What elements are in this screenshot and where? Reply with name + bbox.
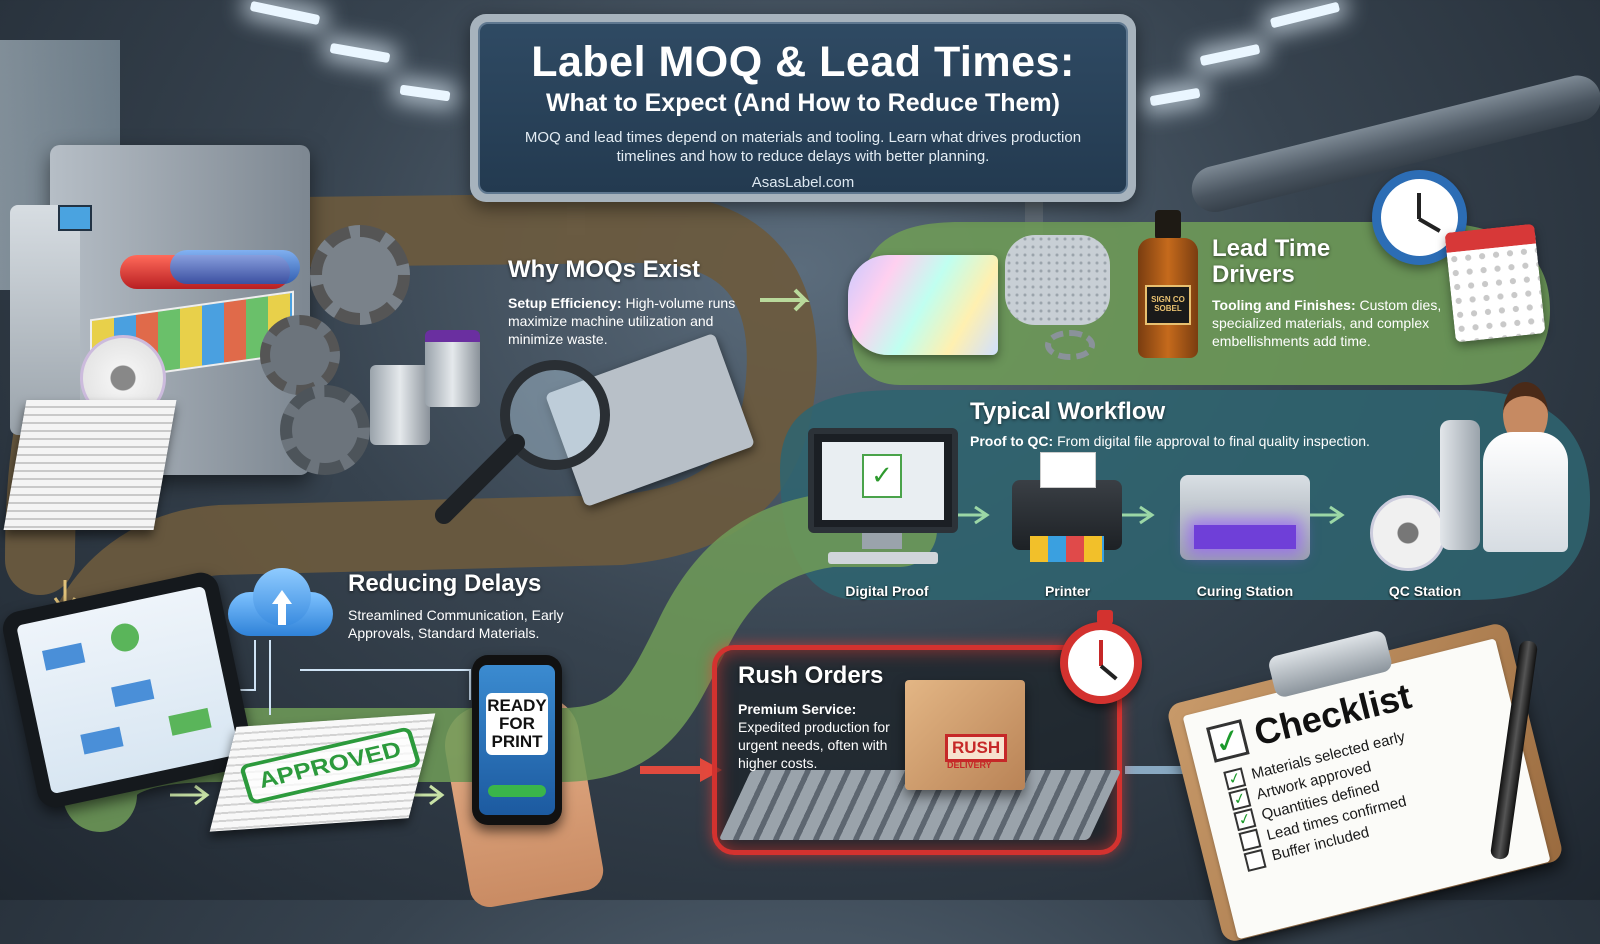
- rush-section: Rush Orders Premium Service: Expedited p…: [738, 662, 898, 772]
- rotary-die: [1005, 235, 1110, 325]
- delays-section: Reducing Delays Streamlined Communicatio…: [348, 570, 618, 642]
- roller-blue: [170, 250, 300, 284]
- approved-stamp: APPROVED: [238, 726, 422, 805]
- checkbox-unchecked[interactable]: [1243, 848, 1267, 872]
- tablet-screen: [16, 585, 240, 795]
- moq-text: High-volume runs maximize machine utiliz…: [508, 295, 736, 347]
- qc-label-roll: [1370, 495, 1446, 571]
- printer: [1012, 452, 1122, 562]
- moq-section: Why MOQs Exist Setup Efficiency: High-vo…: [508, 256, 748, 348]
- phone-button: [488, 785, 546, 797]
- ink-can-purple: [425, 330, 480, 407]
- magnifier-icon: [500, 360, 610, 470]
- delays-text: Streamlined Communication, Early Approva…: [348, 607, 564, 641]
- checkbox-checked[interactable]: ✓: [1228, 787, 1252, 811]
- lead-time-text: Custom dies, specialized materials, and …: [1212, 297, 1442, 349]
- rush-label: Premium Service:: [738, 701, 857, 717]
- stopwatch-icon: [1060, 610, 1142, 704]
- keyboard: [828, 552, 938, 564]
- gear-icon: [1045, 330, 1095, 360]
- rush-box: RUSH DELIVERY: [905, 680, 1025, 790]
- title-panel: Label MOQ & Lead Times: What to Expect (…: [478, 22, 1128, 194]
- curing-station: [1180, 475, 1310, 560]
- title-banner: Label MOQ & Lead Times: What to Expect (…: [470, 14, 1136, 202]
- label-sheet-stack: [3, 400, 177, 530]
- workflow-text: From digital file approval to final qual…: [1057, 433, 1370, 449]
- monitor-stand: [862, 533, 902, 549]
- gear-icon: [310, 225, 410, 325]
- rush-stamp: RUSH: [945, 734, 1008, 762]
- digital-proof-monitor: ✓: [808, 428, 958, 533]
- smartphone: READY FOR PRINT: [472, 655, 562, 825]
- ready-for-print-text: READY FOR PRINT: [486, 693, 548, 755]
- holographic-roll: [848, 255, 998, 355]
- page-subtitle: What to Expect (And How to Reduce Them): [546, 89, 1060, 117]
- page-title: Label MOQ & Lead Times:: [531, 38, 1075, 86]
- press-side-panel: [10, 205, 80, 435]
- station-label-qc: QC Station: [1388, 583, 1462, 599]
- moq-label: Setup Efficiency:: [508, 295, 622, 311]
- delays-heading: Reducing Delays: [348, 570, 542, 597]
- checkbox-checked[interactable]: ✓: [1233, 808, 1257, 832]
- checkbox-unchecked[interactable]: [1238, 828, 1262, 852]
- gear-icon: [260, 315, 340, 395]
- workflow-heading: Typical Workflow: [970, 398, 1166, 425]
- lab-technician: [1478, 382, 1568, 552]
- lead-time-label: Tooling and Finishes:: [1212, 297, 1356, 313]
- approved-papers: APPROVED: [209, 713, 436, 832]
- page-description: MOQ and lead times depend on materials a…: [524, 129, 1082, 165]
- station-label-digital-proof: Digital Proof: [845, 583, 929, 599]
- workflow-section: Typical Workflow Proof to QC: From digit…: [970, 398, 1430, 450]
- rush-stamp-sub: DELIVERY: [947, 760, 992, 770]
- bottle-label: SIGN CO SOBEL: [1145, 285, 1191, 325]
- moq-heading: Why MOQs Exist: [508, 256, 701, 283]
- station-label-printer: Printer: [1044, 583, 1091, 599]
- station-label-curing: Curing Station: [1196, 583, 1294, 599]
- rush-heading: Rush Orders: [738, 662, 884, 689]
- ink-can-red: [370, 365, 430, 445]
- site-name: AsasLabel.com: [751, 174, 855, 191]
- microscope: [1440, 420, 1480, 550]
- press-screen: [58, 205, 92, 231]
- workflow-label: Proof to QC:: [970, 433, 1054, 449]
- bottle: SIGN CO SOBEL: [1133, 210, 1203, 360]
- calendar-icon: [1444, 223, 1546, 343]
- lead-time-heading: Lead Time Drivers: [1212, 235, 1331, 288]
- rush-text: Expedited production for urgent needs, o…: [738, 719, 890, 771]
- checkbox-checked[interactable]: ✓: [1223, 767, 1247, 791]
- lead-time-section: Lead Time Drivers Tooling and Finishes: …: [1212, 236, 1457, 350]
- cloud-upload-icon: [228, 568, 333, 636]
- gear-icon: [280, 385, 370, 475]
- check-icon: ✓: [862, 454, 902, 498]
- check-icon: ✓: [1206, 719, 1250, 763]
